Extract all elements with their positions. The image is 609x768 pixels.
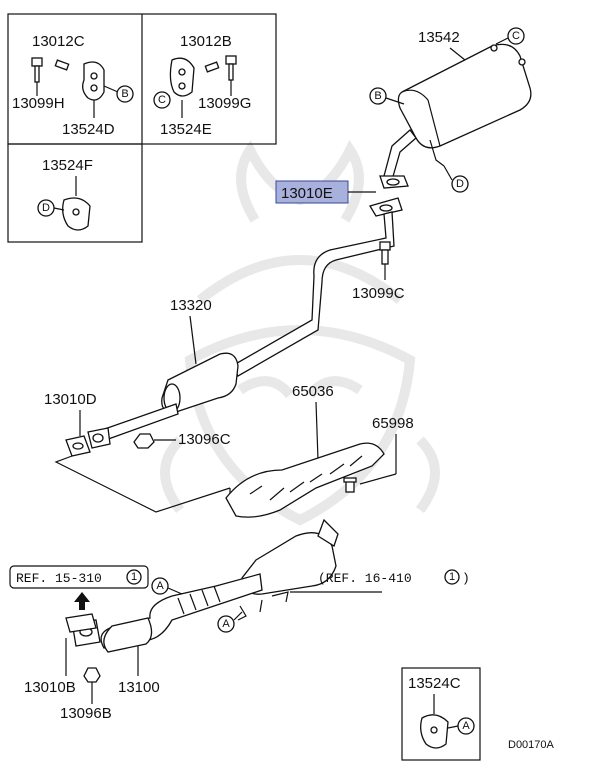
ref-right-close: ) [462,571,470,586]
nut-13096B: 13096B [60,667,112,722]
inset-bottom-right: 13524C A [401,667,481,761]
callout-circle: C [153,91,171,109]
svg-text:D: D [456,178,464,190]
svg-text:B: B [374,90,381,102]
callout-circle: D [451,175,469,193]
inset-top-middle: 13012B 13099G 13524E C [153,33,251,138]
svg-text:D: D [42,202,50,214]
callout-circle: C [507,27,525,45]
callout-circle: A [217,615,235,633]
bolt-icon [31,57,43,83]
muffler-13542: 13542 C B D [369,27,532,193]
svg-text:A: A [222,618,230,630]
label-65998: 65998 [372,415,414,432]
label-13100: 13100 [118,679,160,696]
inset-frame [7,13,277,243]
heat-shield-65036: 65036 [225,383,385,518]
label-13524C: 13524C [408,675,461,692]
label-13099G: 13099G [198,95,251,112]
svg-text:C: C [158,94,166,106]
gasket-13010E: 13010E [275,175,409,217]
front-pipe-13100: 13100 A A [71,518,339,696]
diagram-code: D00170A [508,739,555,751]
label-13010D: 13010D [44,391,97,408]
front-gasket-13010B: 13010B [24,613,97,696]
pin-icon [54,59,70,71]
svg-text:A: A [462,720,470,732]
ref-left-box: REF. 15-310 1 [9,565,149,589]
label-13096C: 13096C [178,431,231,448]
label-13096B: 13096B [60,705,112,722]
label-13012C: 13012C [32,33,85,50]
label-13010E: 13010E [281,185,333,202]
label-13542: 13542 [418,29,460,46]
arrow-up-icon [74,592,90,610]
rubber-hanger-icon [169,57,195,97]
svg-text:1: 1 [131,571,137,583]
nut-13096C: 13096C [133,431,231,449]
label-65036: 65036 [292,383,334,400]
svg-text:C: C [512,30,520,42]
ref-left-text: REF. 15-310 [16,571,102,586]
assembly-lines [54,455,231,513]
label-13524F: 13524F [42,157,93,174]
inset-top-left: 13012C 13099H 13524D B [12,33,134,138]
center-pipe-13320: 13320 [95,211,395,443]
callout-circle: A [457,717,475,735]
label-13010B: 13010B [24,679,76,696]
callout-circle: A [151,577,169,595]
svg-text:A: A [156,580,164,592]
pin-icon [204,61,220,73]
bolt-65998: 65998 [343,415,414,493]
svg-text:B: B [121,88,128,100]
ref-right-text: (REF. 16-410 [318,571,412,586]
callout-circle: D [37,199,55,217]
label-13099C: 13099C [352,285,405,302]
callout-circle: B [369,87,387,105]
bolt-13099C: 13099C [352,241,405,302]
label-13099H: 13099H [12,95,65,112]
svg-text:1: 1 [449,571,455,583]
label-13320: 13320 [170,297,212,314]
ref-right-text-group: (REF. 16-410 1 ) [290,569,470,593]
gasket-13010D: 13010D [44,391,111,457]
label-13524D: 13524D [62,121,115,138]
label-13012B: 13012B [180,33,232,50]
label-13524E: 13524E [160,121,212,138]
callout-circle: B [116,85,134,103]
inset-left-middle: 13524F D [37,157,93,231]
bolt-icon [225,55,237,81]
rubber-hanger-icon [82,61,105,101]
